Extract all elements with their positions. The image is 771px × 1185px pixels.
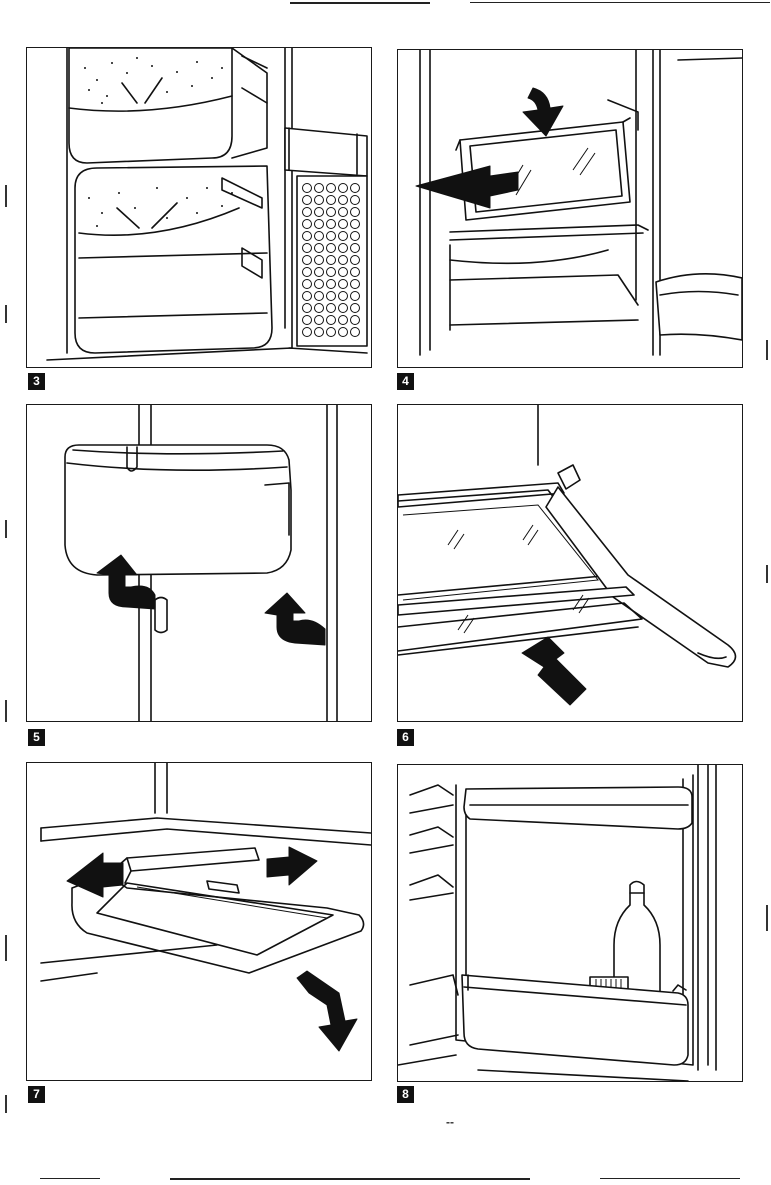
- margin-tick: [5, 305, 7, 323]
- figure-3-panel: [26, 47, 372, 368]
- figure-8-illustration: [398, 765, 742, 1081]
- figure-6-number: 6: [397, 729, 414, 746]
- margin-tick: [766, 340, 768, 360]
- margin-tick: [5, 520, 7, 538]
- margin-tick: [5, 935, 7, 961]
- figure-5-illustration: [27, 405, 371, 721]
- margin-tick: [766, 565, 768, 583]
- figure-6-panel: [397, 404, 743, 722]
- figure-3-number: 3: [28, 373, 45, 390]
- figure-7-illustration: [27, 763, 371, 1080]
- top-edge-rule-right: [470, 2, 770, 3]
- figure-6-illustration: [398, 405, 742, 721]
- figure-5-panel: [26, 404, 372, 722]
- margin-tick: [5, 185, 7, 207]
- figure-4-panel: [397, 49, 743, 368]
- arrow-push-icon: [522, 637, 586, 705]
- bottom-edge-rule-right: [600, 1178, 740, 1179]
- arrow-right-icon: [267, 847, 317, 885]
- figure-4-number: 4: [397, 373, 414, 390]
- margin-tick: [766, 905, 768, 931]
- figure-3-illustration: [27, 48, 371, 367]
- bottom-edge-rule-long: [170, 1178, 530, 1180]
- margin-tick: [5, 1095, 7, 1113]
- bottom-edge-rule: [40, 1178, 100, 1179]
- figure-8-number: 8: [397, 1086, 414, 1103]
- page-marker: --: [446, 1115, 454, 1129]
- figure-5-number: 5: [28, 729, 45, 746]
- curved-arrow-up-icon-right: [265, 593, 325, 645]
- margin-tick: [5, 700, 7, 722]
- figure-7-number: 7: [28, 1086, 45, 1103]
- figure-7-panel: [26, 762, 372, 1081]
- figure-8-panel: [397, 764, 743, 1082]
- top-edge-rule: [290, 2, 430, 4]
- arrow-down-icon: [297, 971, 357, 1051]
- figure-4-illustration: [398, 50, 742, 367]
